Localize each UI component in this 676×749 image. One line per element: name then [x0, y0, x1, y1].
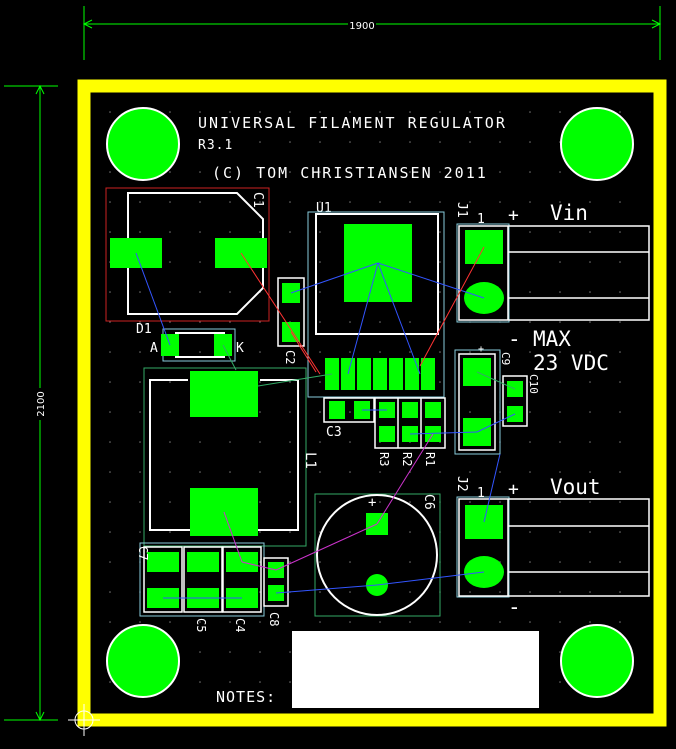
j1-minus: - [508, 327, 521, 351]
resistor-array-outline [374, 397, 446, 449]
l1-outline [149, 379, 299, 531]
title-line-1: UNIVERSAL FILAMENT REGULATOR [198, 114, 507, 132]
j2-minus: - [508, 595, 521, 619]
c1-outline [127, 192, 264, 315]
c5-outline [183, 546, 223, 613]
title-line-2: R3.1 [198, 138, 233, 153]
j2-plus: + [508, 479, 519, 500]
c9-outline [458, 353, 496, 451]
ratsnest [135, 246, 516, 599]
c6-courtyard [314, 493, 441, 617]
r1-label: R1 [423, 452, 437, 466]
c1-label: C1 [250, 192, 265, 208]
height-dimension-label: 2100 [36, 391, 47, 416]
j2-courtyard [456, 496, 510, 598]
c3-label: C3 [326, 425, 342, 440]
c2-outline [277, 277, 305, 347]
max-line-1: MAX [533, 327, 571, 351]
width-dimension-label: 1900 [349, 21, 374, 32]
origin-crosshair [68, 704, 100, 736]
c10-label: C10 [527, 374, 540, 394]
c4-outline [222, 546, 262, 613]
mounting-hole-top-right [560, 107, 634, 181]
c1-keepout [105, 187, 270, 322]
mounting-hole-bottom-right [560, 624, 634, 698]
width-dimension [82, 6, 662, 60]
title-line-3: (C) TOM CHRISTIANSEN 2011 [212, 164, 488, 182]
j1-pin-1: 1 [477, 212, 485, 227]
u1-outline [315, 213, 439, 335]
r3-pad-2 [379, 426, 395, 442]
j1-outline [458, 225, 650, 321]
c5-pad-1 [187, 552, 219, 572]
r3-label: R3 [377, 452, 391, 466]
d1-cathode-label: K [236, 341, 244, 356]
c6-plus: + [368, 495, 376, 511]
c8-outline [263, 557, 289, 607]
j2-vout-label: Vout [550, 475, 601, 499]
j1-plus: + [508, 205, 519, 226]
c4-label: C4 [233, 618, 247, 632]
c3-pad-1 [329, 401, 345, 419]
r2-pad-1 [402, 402, 418, 418]
d1-anode-label: A [150, 341, 158, 356]
notes-box [292, 631, 539, 708]
u1-courtyard [307, 211, 445, 398]
c7-pad-1 [147, 552, 179, 572]
notes-label: NOTES: [216, 688, 276, 706]
c9-plus: + [478, 344, 484, 355]
c9-label: C9 [499, 352, 512, 365]
height-dimension [4, 84, 58, 722]
j1-label: J1 [454, 202, 469, 218]
j1-courtyard [456, 223, 510, 323]
mounting-hole-top-left [106, 107, 180, 181]
c7-outline [143, 546, 183, 613]
c9-courtyard [454, 349, 501, 455]
mounting-hole-bottom-left [106, 624, 180, 698]
j1-vin-label: Vin [550, 201, 588, 225]
j2-label: J2 [454, 476, 469, 492]
max-line-2: 23 VDC [533, 351, 609, 375]
c6-label: C6 [421, 494, 436, 510]
c7-label: C7 [136, 546, 150, 560]
l1-courtyard [143, 367, 307, 547]
c6-outline [316, 494, 438, 616]
l1-label: L1 [302, 452, 318, 469]
d1-label: D1 [136, 322, 152, 337]
c10-outline [502, 375, 528, 427]
r1-pad-1 [425, 402, 441, 418]
c5-label: C5 [194, 618, 208, 632]
r2-label: R2 [400, 452, 414, 466]
u1-pins [325, 358, 435, 390]
l1-pad-1 [190, 371, 258, 417]
j2-outline [458, 498, 650, 597]
mounting-holes [106, 107, 634, 698]
c8-label: C8 [267, 612, 281, 626]
c2-label: C2 [283, 350, 297, 364]
j2-pin-1: 1 [477, 486, 485, 501]
